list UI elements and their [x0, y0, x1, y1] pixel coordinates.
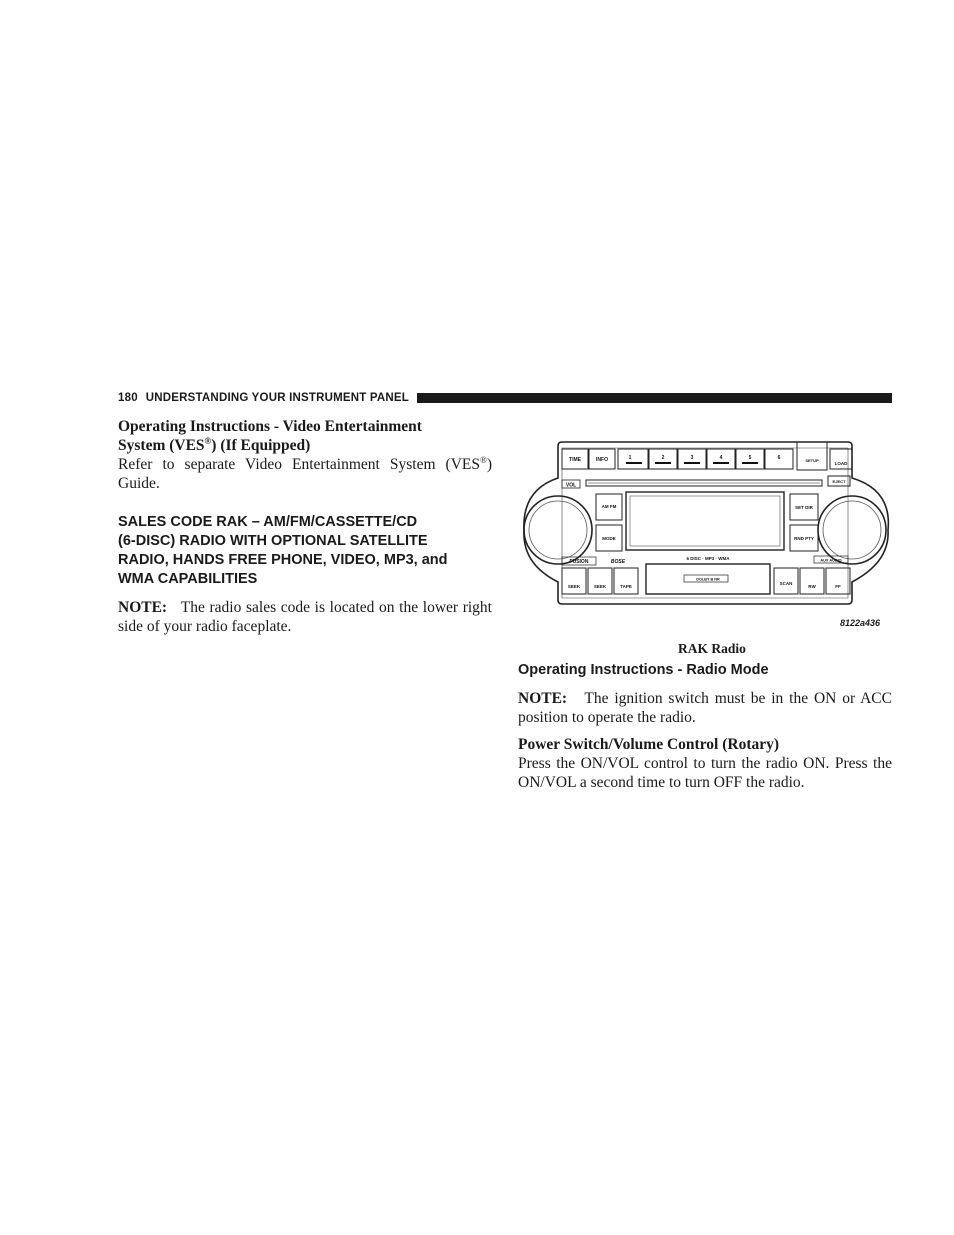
note-label: NOTE: [518, 690, 568, 707]
rak-radio-figure: TIME INFO 1 2 3 4 5 6 SETUP LOAD EJECT V… [518, 432, 892, 632]
time-button-label: TIME [569, 457, 582, 463]
mode-button-label: MODE [602, 536, 616, 541]
seek-down-label: SEEK [568, 584, 581, 589]
ves-body-b: ) Guide. [118, 456, 492, 492]
seek-up-label: SEEK [594, 584, 607, 589]
radio-mode-heading: Operating Instructions - Radio Mode [518, 662, 769, 678]
preset-5-label: 5 [749, 455, 752, 461]
aux-audio-label: AUX AUDIO [820, 559, 841, 563]
ves-heading-line2-a: System (VES [118, 437, 205, 454]
rak-section-heading: SALES CODE RAK – AM/FM/CASSETTE/CD (6-DI… [118, 513, 492, 589]
bose-logo: BOSE [611, 559, 626, 565]
page-number: 180 [118, 392, 138, 404]
preset-1-label: 1 [629, 455, 632, 461]
section-title: UNDERSTANDING YOUR INSTRUMENT PANEL [145, 392, 409, 404]
info-button-label: INFO [596, 457, 608, 463]
registered-mark: ® [204, 435, 212, 446]
ves-body-a: Refer to separate Video Entertainment Sy… [118, 456, 480, 473]
note-label: NOTE: [118, 599, 168, 616]
set-dir-button-label: SET DIR [795, 505, 814, 510]
radio-mode-note: NOTE: The ignition switch must be in the… [518, 689, 892, 727]
header-rule [417, 393, 892, 403]
top-buttons [561, 441, 853, 487]
left-column: Operating Instructions - Video Entertain… [118, 417, 492, 636]
preset-2-label: 2 [662, 455, 665, 461]
registered-mark: ® [479, 454, 487, 465]
preset-6-label: 6 [778, 455, 781, 461]
ves-heading-line1: Operating Instructions - Video Entertain… [118, 418, 422, 435]
ves-heading: Operating Instructions - Video Entertain… [118, 417, 492, 455]
eject-button-label: EJECT [833, 479, 846, 484]
preset-3-label: 3 [691, 455, 694, 461]
note-text: The ignition switch must be in the ON or… [518, 690, 892, 726]
rnd-pty-button-label: RND PTY [794, 536, 814, 541]
rak-heading-line: RADIO, HANDS FREE PHONE, VIDEO, MP3, and [118, 552, 448, 568]
rw-label: RW [808, 584, 816, 589]
rak-heading-line: (6-DISC) RADIO WITH OPTIONAL SATELLITE [118, 533, 428, 549]
note-text: The radio sales code is located on the l… [118, 599, 492, 635]
figure-caption: RAK Radio [678, 641, 746, 656]
load-button-label: LOAD [835, 461, 848, 466]
power-switch-body: Press the ON/VOL control to turn the rad… [518, 755, 892, 791]
ff-label: FF [835, 584, 841, 589]
ves-body: Refer to separate Video Entertainment Sy… [118, 455, 492, 493]
running-header: 180 UNDERSTANDING YOUR INSTRUMENT PANEL [118, 391, 892, 405]
dolby-label: DOLBY B NR [696, 578, 720, 582]
figure-id: 8122a436 [840, 618, 881, 628]
disc-format-label: 6 DISC · MP3 · WMA [686, 556, 730, 561]
rak-heading-line: WMA CAPABILITIES [118, 571, 258, 587]
preset-4-label: 4 [720, 455, 723, 461]
setup-button-label: SETUP [805, 458, 819, 463]
fusion-label: FUSION [570, 559, 589, 565]
rak-note: NOTE: The radio sales code is located on… [118, 598, 492, 636]
right-column: Operating Instructions - Radio Mode NOTE… [518, 661, 892, 792]
am-fm-button-label: AM FM [602, 504, 617, 509]
vol-label: VOL [566, 483, 576, 489]
rak-heading-line: SALES CODE RAK – AM/FM/CASSETTE/CD [118, 514, 418, 530]
radio-faceplate-illustration: TIME INFO 1 2 3 4 5 6 SETUP LOAD EJECT V… [523, 441, 890, 605]
power-switch-heading: Power Switch/Volume Control (Rotary) [518, 736, 780, 753]
scan-label: SCAN [780, 581, 793, 586]
tape-label: TAPE [620, 584, 632, 589]
ves-heading-line2-b: ) (If Equipped) [211, 437, 311, 454]
